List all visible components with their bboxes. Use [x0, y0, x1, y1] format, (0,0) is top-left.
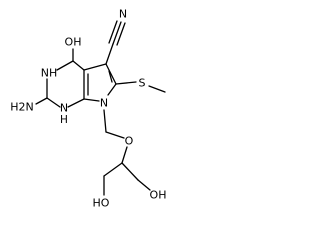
bond-cn-triple-c: [116, 22, 126, 46]
atom-label-oh-right: OH: [150, 189, 167, 202]
bond-c5-c6: [105, 63, 117, 85]
atom-label-set: OH NH H2N N H N N S O HO OH: [10, 8, 166, 210]
atom-label-ho-left: HO: [93, 197, 110, 210]
atom-label-n-pyrrole: N: [100, 97, 108, 110]
bond-n7-c7a: [83, 98, 100, 102]
bond-c6-s: [115, 81, 137, 85]
bond-c4a-c4: [72, 60, 85, 71]
bond-c4-n3: [56, 60, 74, 71]
atom-label-h-ring-bottom: H: [60, 114, 68, 126]
atom-label-oh-carbonyl: OH: [65, 36, 82, 49]
atom-label-n-ring-bottom: N: [60, 102, 68, 115]
atom-label-nh-ring: NH: [41, 67, 58, 80]
atom-label-o-ether: O: [125, 135, 134, 148]
bond-cn-triple-b: [108, 20, 118, 44]
bond-ch2-o: [105, 131, 125, 139]
bond-cn-triple-a: [112, 21, 122, 45]
atom-label-h2n: H2N: [10, 101, 34, 114]
bond-c2-n1: [46, 97, 61, 108]
bond-s-ch3: [148, 85, 166, 93]
bond-o-ch: [121, 146, 128, 164]
bond-c4a-c5: [83, 63, 107, 71]
bond-set: [35, 20, 166, 196]
bond-n7-ch2: [103, 109, 107, 133]
bond-ch-ch2-right: [121, 162, 139, 181]
atom-label-sulfur: S: [139, 77, 146, 90]
chemical-structure-diagram: OH NH H2N N H N N S O HO OH: [10, 8, 166, 210]
atom-label-n-nitrile: N: [119, 8, 127, 21]
bond-c6-n7: [107, 83, 117, 96]
bond-ch-ch2-left: [103, 162, 123, 177]
bond-c5-c6-double: [108, 70, 113, 83]
bond-c5-cn: [105, 43, 114, 65]
bond-ch2-right-oh: [137, 179, 151, 191]
bond-n1-c7a: [67, 98, 85, 108]
bond-c2-nh2: [35, 97, 48, 105]
